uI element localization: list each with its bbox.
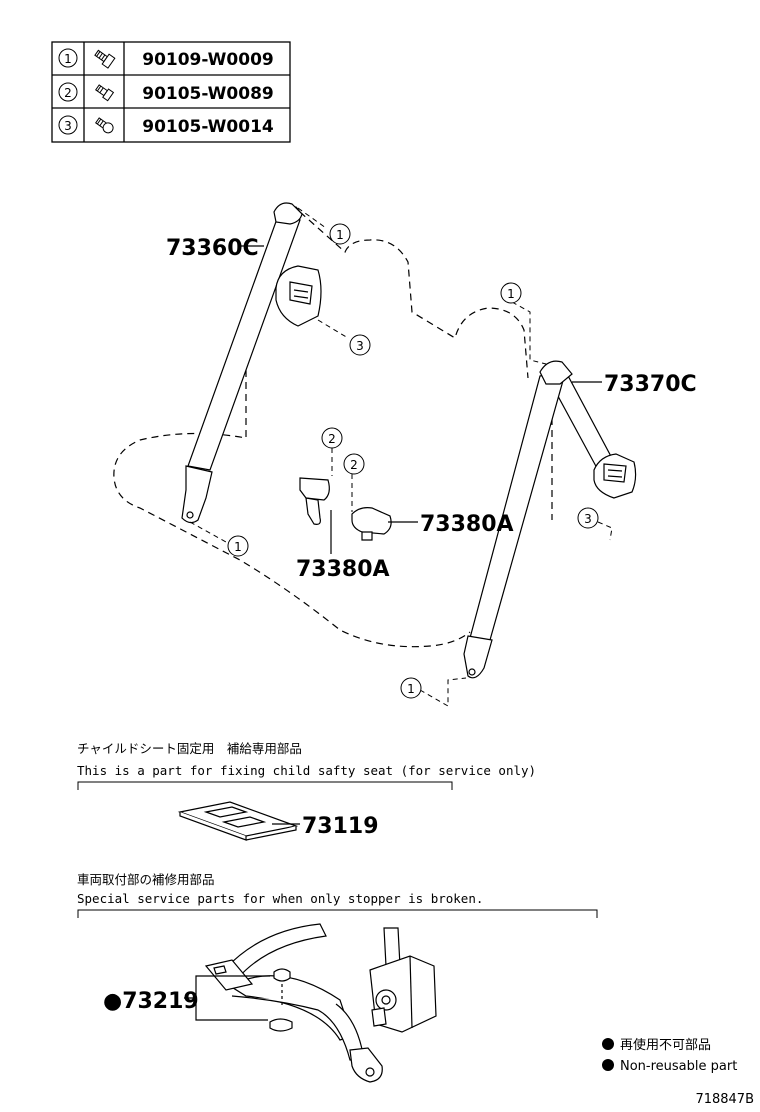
buckle-left [299, 477, 330, 525]
ref-circle [58, 48, 78, 68]
left-seatbelt [181, 202, 322, 524]
part-label-left-belt: 73360C [166, 236, 259, 261]
svg-text:3: 3 [584, 512, 592, 526]
stopper-note-jp: 車両取付部の補修用部品 [77, 872, 215, 887]
right-seatbelt [463, 360, 637, 679]
stopper-detail-illustration [204, 923, 437, 1083]
callout-1-top: 1 [329, 223, 351, 245]
callout-1-bottom: 1 [400, 677, 422, 699]
legend-en: Non-reusable part [620, 1059, 737, 1074]
stopper-bracket [77, 909, 598, 918]
bolt-icon [95, 84, 115, 102]
ref-circle [58, 82, 78, 102]
callout-2-left: 2 [321, 427, 343, 449]
bolt-icon [94, 49, 116, 69]
table-row: 3 90105-W0014 [58, 115, 274, 137]
ref-number: 1 [64, 52, 72, 66]
svg-text:1: 1 [407, 682, 415, 696]
svg-text:1: 1 [234, 540, 242, 554]
ref-circle [58, 115, 78, 135]
part-number: 90109-W0009 [142, 50, 274, 70]
callout-3-right: 3 [577, 507, 599, 529]
callout-1-right-top: 1 [500, 282, 522, 304]
child-seat-note-en: This is a part for fixing child safty se… [77, 763, 536, 778]
part-number: 90105-W0089 [142, 84, 274, 104]
part-label-buckle-left: 73380A [296, 557, 390, 582]
table-row: 1 90109-W0009 [58, 48, 274, 70]
table-row: 2 90105-W0089 [58, 82, 274, 104]
fastener-table [51, 41, 291, 143]
callout-3-left: 3 [349, 334, 371, 356]
ref-number: 3 [64, 119, 72, 133]
part-label-buckle-right: 73380A [420, 512, 514, 537]
stopper-leader [184, 975, 270, 1021]
svg-text:3: 3 [356, 339, 364, 353]
child-seat-plate [177, 801, 299, 841]
figure-id: 718847B [695, 1092, 754, 1107]
callout-2-right: 2 [343, 453, 365, 475]
callout-leaders [189, 207, 613, 707]
stopper-note-en: Special service parts for when only stop… [77, 891, 483, 906]
buckle-right [351, 507, 392, 541]
non-reusable-dot-icon [602, 1059, 614, 1071]
legend-jp: 再使用不可部品 [620, 1037, 711, 1053]
non-reusable-dot-icon [602, 1038, 614, 1050]
legend: 再使用不可部品 Non-reusable part [602, 1037, 737, 1074]
svg-text:1: 1 [336, 228, 344, 242]
part-number: 90105-W0014 [142, 117, 274, 137]
svg-text:1: 1 [507, 287, 515, 301]
svg-text:2: 2 [350, 458, 358, 472]
ref-number: 2 [64, 86, 72, 100]
child-seat-note-jp: チャイルドシート固定用 補給専用部品 [77, 741, 302, 756]
child-seat-bracket [77, 781, 453, 790]
callout-1-left-bottom: 1 [227, 535, 249, 557]
part-label-child-seat-plate: 73119 [302, 814, 379, 839]
svg-text:2: 2 [328, 432, 336, 446]
part-label-stopper: ●73219 [103, 989, 199, 1014]
bolt-icon [95, 117, 114, 134]
part-label-right-belt: 73370C [604, 372, 697, 397]
